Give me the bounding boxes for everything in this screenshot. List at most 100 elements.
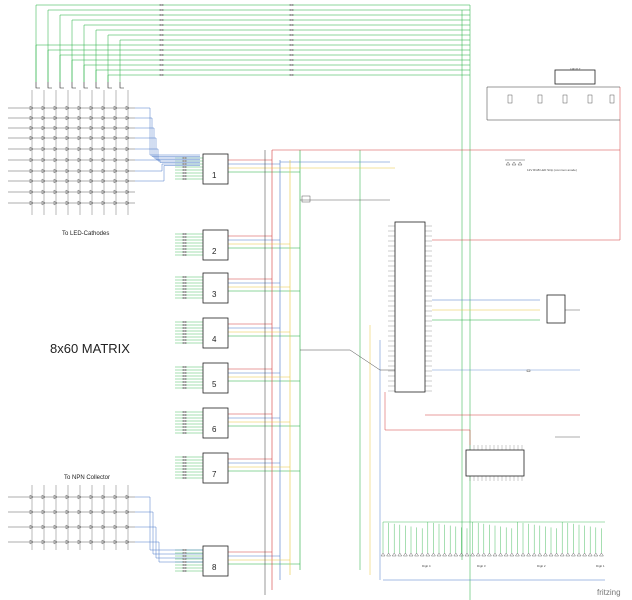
led-icon bbox=[89, 524, 94, 530]
resistor bbox=[182, 552, 187, 555]
resistor bbox=[182, 238, 187, 241]
resistor bbox=[289, 8, 294, 11]
led-icon bbox=[113, 115, 118, 121]
led-icon bbox=[101, 189, 106, 195]
wire bbox=[119, 39, 470, 82]
shift-register-ic bbox=[202, 272, 229, 304]
led-icon bbox=[89, 146, 94, 152]
resistor bbox=[182, 369, 187, 372]
resistor bbox=[182, 253, 187, 256]
shift-register-ic bbox=[202, 362, 229, 394]
transistor-symbol bbox=[119, 82, 124, 89]
resistor bbox=[182, 378, 187, 381]
resistor bbox=[159, 59, 164, 62]
capacitor bbox=[301, 195, 311, 203]
resistor bbox=[182, 327, 187, 330]
led-icon bbox=[77, 157, 82, 163]
led-icon bbox=[53, 146, 58, 152]
led-icon bbox=[559, 552, 565, 557]
led-icon bbox=[481, 552, 487, 557]
led-icon bbox=[65, 135, 70, 141]
led-icon bbox=[113, 509, 118, 515]
resistor bbox=[182, 247, 187, 250]
resistor bbox=[182, 567, 187, 570]
resistor bbox=[182, 474, 187, 477]
resistor bbox=[182, 330, 187, 333]
led-icon bbox=[77, 189, 82, 195]
resistor bbox=[159, 63, 164, 66]
led-icon bbox=[77, 146, 82, 152]
led-icon bbox=[53, 189, 58, 195]
resistor bbox=[182, 177, 187, 180]
resistor bbox=[182, 291, 187, 294]
led-icon bbox=[571, 552, 576, 557]
resistor bbox=[289, 24, 294, 27]
shift-register-number: 3 bbox=[212, 290, 217, 299]
led-icon bbox=[41, 105, 46, 111]
led-icon bbox=[53, 200, 58, 206]
resistor bbox=[182, 321, 187, 324]
wire bbox=[135, 526, 203, 559]
led-icon bbox=[77, 539, 82, 545]
led-icon bbox=[77, 115, 82, 121]
led-icon bbox=[65, 115, 70, 121]
led-icon bbox=[386, 552, 391, 557]
npn-label: To NPN Collector bbox=[64, 475, 111, 481]
led-icon bbox=[587, 552, 593, 557]
resistor bbox=[182, 432, 187, 435]
shift-register-ic bbox=[202, 153, 229, 185]
resistor bbox=[182, 342, 187, 345]
resistor bbox=[182, 426, 187, 429]
led-icon bbox=[113, 168, 118, 174]
led-icon bbox=[101, 105, 106, 111]
led-icon bbox=[41, 135, 46, 141]
digit-label: Digit 4 bbox=[422, 564, 431, 568]
led-icon bbox=[53, 135, 58, 141]
led-icon bbox=[101, 146, 106, 152]
led-icon bbox=[113, 157, 118, 163]
microcontroller bbox=[394, 221, 426, 393]
resistor bbox=[182, 384, 187, 387]
led-icon bbox=[113, 494, 118, 500]
led-icon bbox=[113, 189, 118, 195]
resistor bbox=[182, 423, 187, 426]
wire bbox=[300, 349, 395, 371]
resistor bbox=[182, 375, 187, 378]
led-icon bbox=[113, 105, 118, 111]
led-icon bbox=[101, 125, 106, 131]
led-icon bbox=[125, 524, 130, 530]
shift-register-number: 7 bbox=[212, 470, 217, 479]
led-icon bbox=[101, 135, 106, 141]
led-icon bbox=[41, 524, 46, 530]
resistor bbox=[182, 420, 187, 423]
capacitor bbox=[507, 94, 513, 104]
led-icon bbox=[53, 115, 58, 121]
transistor-symbol bbox=[107, 82, 112, 89]
wire bbox=[95, 29, 470, 82]
resistor bbox=[182, 168, 187, 171]
led-icon bbox=[29, 524, 34, 530]
transistor-symbol bbox=[47, 82, 52, 89]
led-icon bbox=[470, 552, 475, 557]
resistor bbox=[182, 250, 187, 253]
led-icon bbox=[77, 105, 82, 111]
led-icon bbox=[113, 135, 118, 141]
led-icon bbox=[53, 125, 58, 131]
led-icon bbox=[101, 168, 106, 174]
led-icon bbox=[582, 552, 587, 557]
led-icon bbox=[509, 552, 515, 557]
resistor bbox=[182, 465, 187, 468]
led-icon bbox=[65, 200, 70, 206]
capacitor bbox=[609, 94, 615, 104]
wire bbox=[83, 64, 470, 82]
resistor bbox=[289, 13, 294, 16]
led-icon bbox=[41, 494, 46, 500]
resistor bbox=[289, 59, 294, 62]
led-icon bbox=[125, 494, 130, 500]
resistor bbox=[289, 19, 294, 22]
resistor bbox=[182, 288, 187, 291]
led-icon bbox=[414, 552, 419, 557]
resistor bbox=[289, 54, 294, 57]
resistor bbox=[289, 68, 294, 71]
